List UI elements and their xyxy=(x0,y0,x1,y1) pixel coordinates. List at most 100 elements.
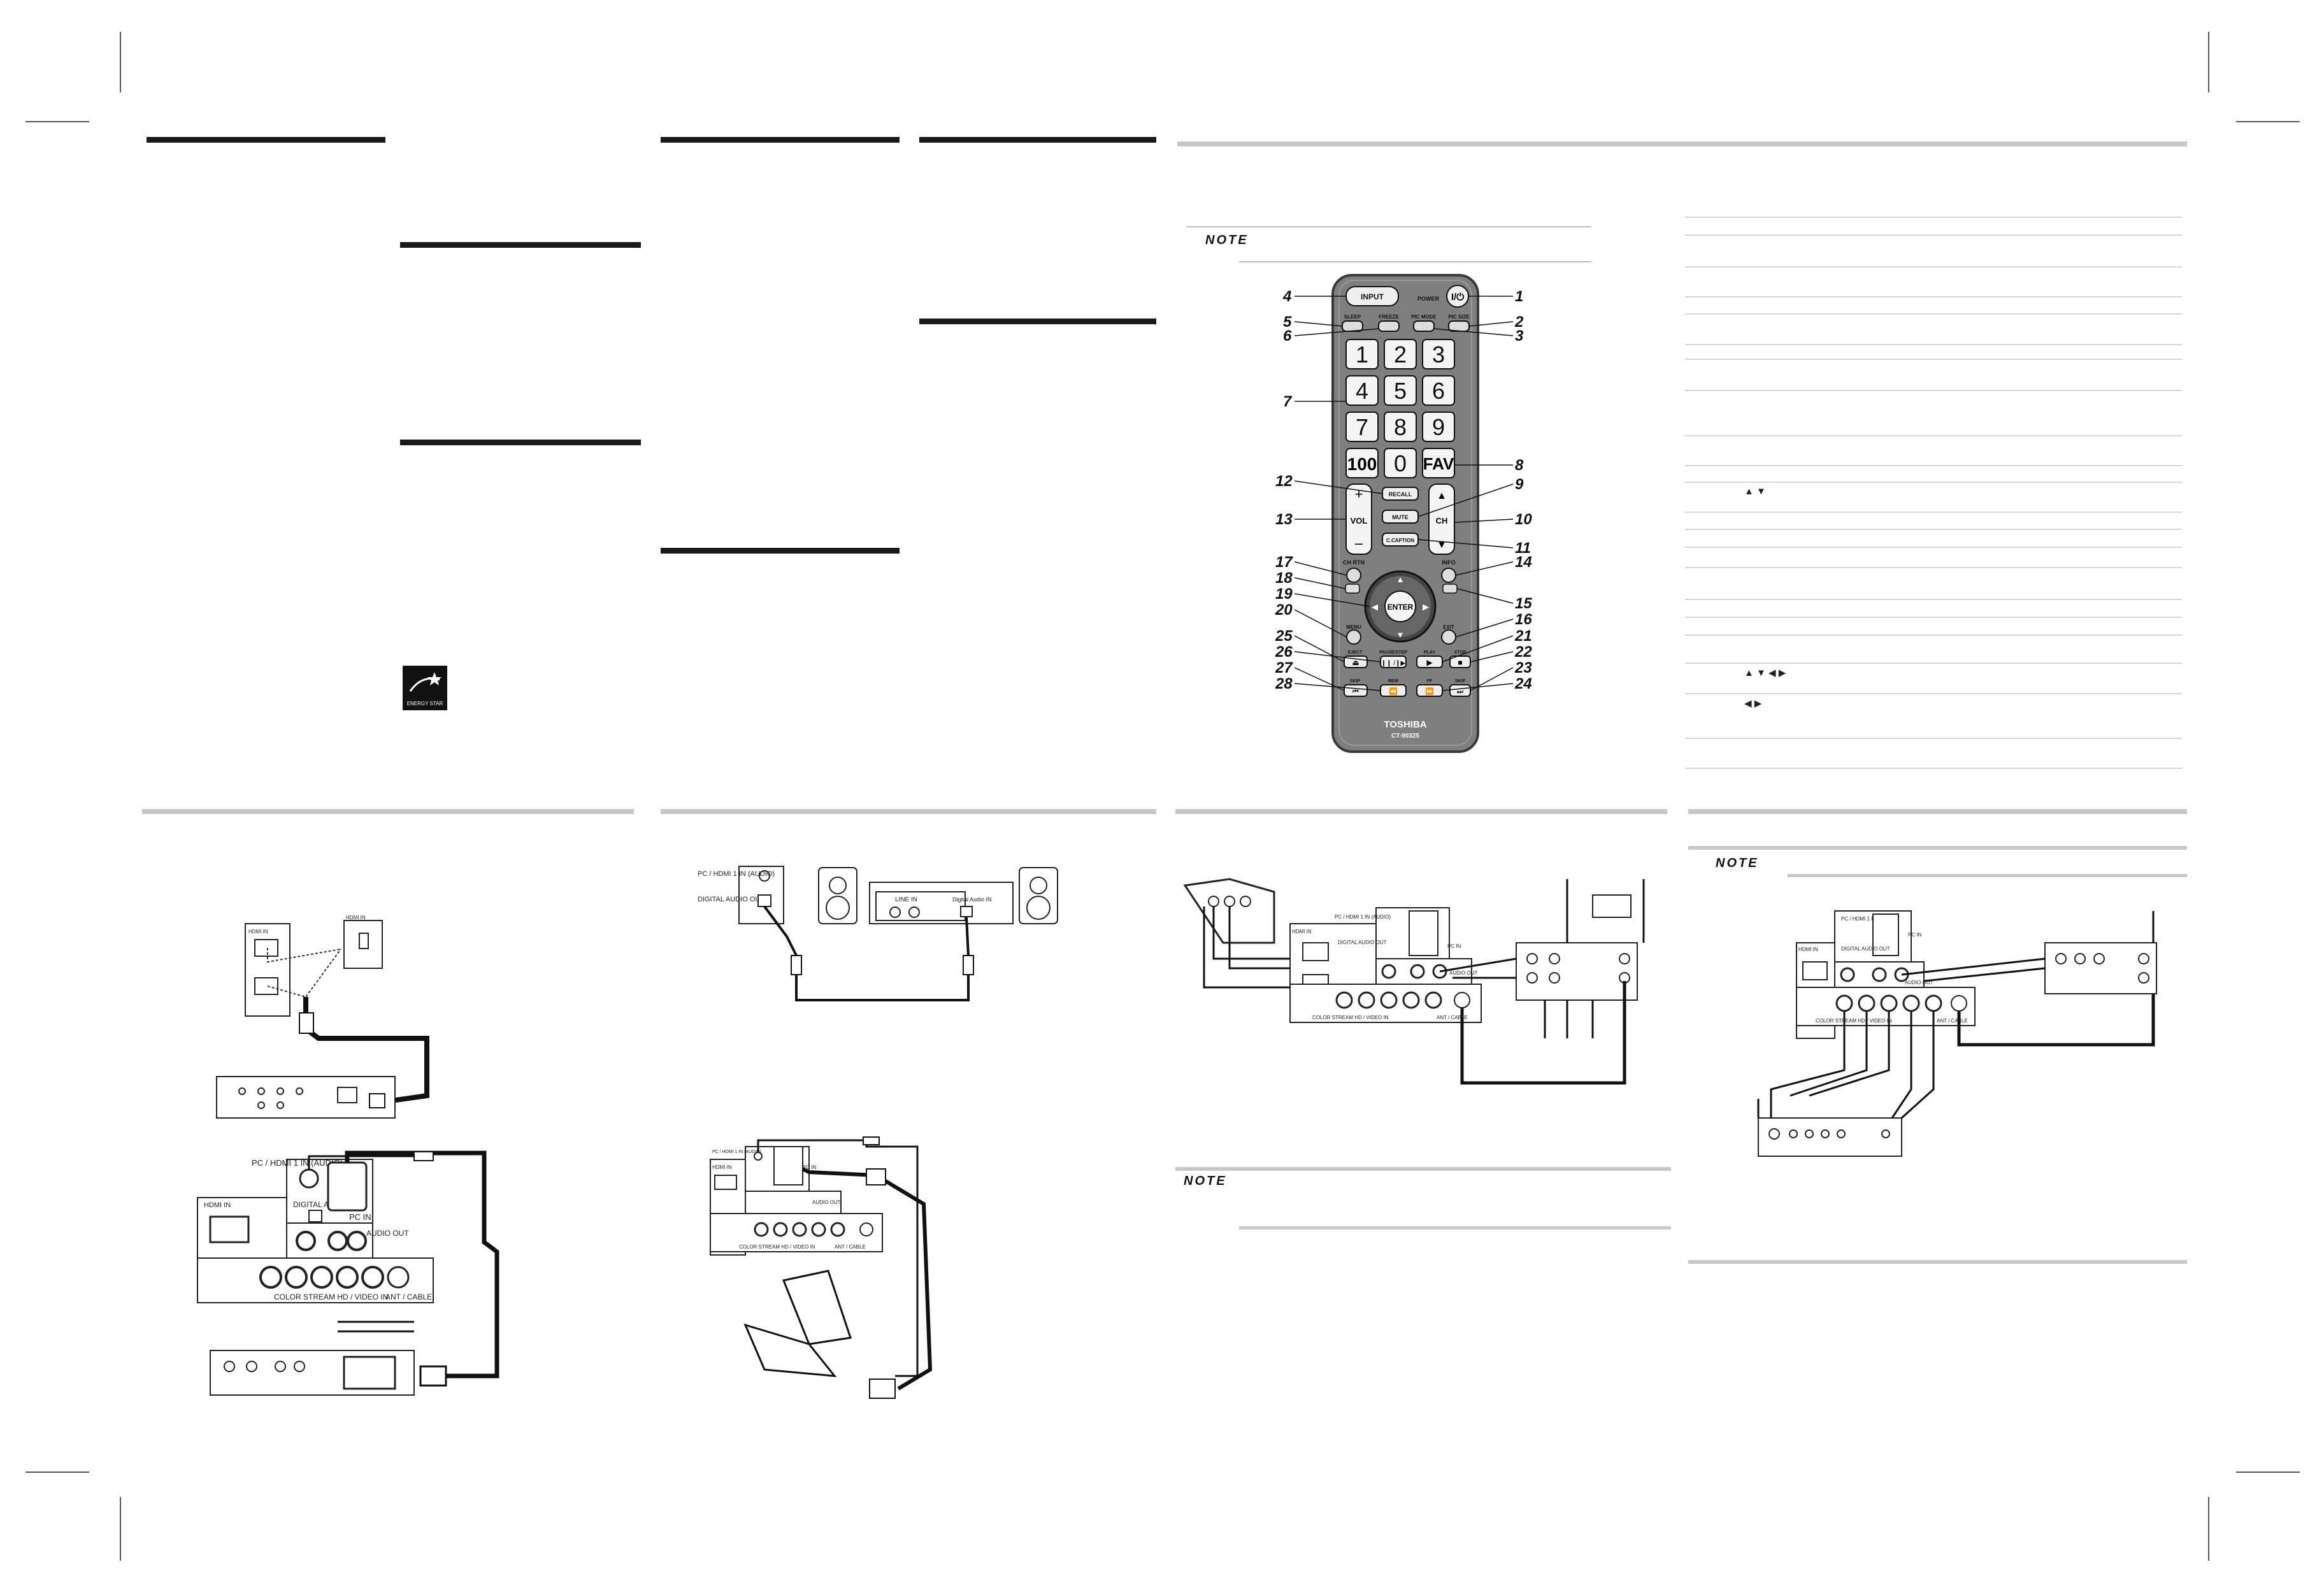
digit-button[interactable] xyxy=(1345,339,1379,369)
pause-icon: ❙❙ /❙▶ xyxy=(1381,660,1406,667)
hundred-button[interactable] xyxy=(1345,448,1379,478)
pic-size-button[interactable] xyxy=(1448,320,1470,332)
callout-number: 16 xyxy=(1515,611,1532,628)
callout-lines xyxy=(1294,296,1514,691)
digit-button[interactable] xyxy=(1422,375,1455,406)
digital-audio-out-label: DIGITAL AUDIO OUT xyxy=(698,896,764,903)
callout-number: 19 xyxy=(1275,585,1293,603)
power-button[interactable] xyxy=(1446,285,1469,308)
model-label: CT-90325 xyxy=(1391,733,1419,740)
callout-number: 10 xyxy=(1515,511,1532,528)
info-button[interactable] xyxy=(1441,568,1456,583)
number-pad: 1 2 3 4 5 6 7 8 9 100 0 FAV xyxy=(1345,339,1455,478)
fav-button[interactable] xyxy=(1422,448,1455,478)
digital-audio-out-label: DIGITAL AUDIO OUT xyxy=(1338,940,1387,945)
dpad-right-icon[interactable]: ▶ xyxy=(1423,602,1429,612)
vol-plus-label: + xyxy=(1355,486,1363,502)
exit-button[interactable] xyxy=(1441,629,1456,645)
sleep-button[interactable] xyxy=(1342,320,1363,332)
callout-number: 13 xyxy=(1275,511,1293,528)
table-row xyxy=(1685,599,2182,600)
dpad-up-icon[interactable]: ▲ xyxy=(1396,575,1405,584)
dpad-left-icon[interactable]: ◀ xyxy=(1372,602,1378,612)
note-rule xyxy=(1788,874,2187,877)
pc-hdmi-audio-label: PC / HDMI 1 IN (AUDIO) xyxy=(252,1158,343,1168)
section-rule xyxy=(661,548,900,554)
eject-label: EJECT xyxy=(1348,650,1363,655)
side-button[interactable] xyxy=(1345,584,1360,594)
digit-label: 6 xyxy=(1432,378,1445,404)
energy-star-logo: ENERGY STAR xyxy=(403,666,447,710)
digit-button[interactable] xyxy=(1345,375,1379,406)
digit-label: 3 xyxy=(1432,341,1445,368)
digit-button[interactable] xyxy=(1384,375,1417,406)
table-row xyxy=(1685,234,2182,236)
hundred-label: 100 xyxy=(1347,454,1377,474)
pc-in-label: PC IN xyxy=(803,1164,817,1170)
callout-number: 22 xyxy=(1514,643,1532,661)
laptop-screen xyxy=(782,1270,852,1345)
note-rule xyxy=(1186,226,1591,227)
digit-button[interactable] xyxy=(1422,339,1455,369)
pc-hdmi-audio-label: PC / HDMI 1 IN (AUDIO) xyxy=(1335,914,1391,920)
digit-button[interactable] xyxy=(1345,412,1379,442)
digit-button[interactable] xyxy=(1422,412,1455,442)
ff-icon: ⏩ xyxy=(1425,687,1434,696)
zero-button[interactable] xyxy=(1384,448,1417,478)
vol-minus-label: – xyxy=(1355,535,1363,551)
table-row xyxy=(1685,313,2182,315)
pc-hdmi-audio-label: PC / HDMI 1 IN (AUDIO) xyxy=(1841,916,1897,922)
line-in-label: LINE IN xyxy=(895,896,917,903)
note-rule xyxy=(1239,1226,1671,1229)
hdmi-in-label: HDMI IN xyxy=(1292,929,1312,935)
ccaption-label: C.CAPTION xyxy=(1386,538,1414,543)
section-rule xyxy=(400,440,641,445)
digit-label: 9 xyxy=(1432,414,1445,440)
pc-in-port xyxy=(327,1161,368,1212)
audio-out-label: AUDIO OUT xyxy=(1905,980,1933,985)
ch-label: CH xyxy=(1436,516,1448,526)
eject-icon: ⏏ xyxy=(1352,658,1359,667)
crop-mark xyxy=(25,121,89,122)
arrow-four-glyphs: ▲ ▼ ◀ ▶ xyxy=(1744,668,1786,678)
section-rule xyxy=(142,809,634,814)
digit-label: 7 xyxy=(1356,414,1368,440)
recall-label: RECALL xyxy=(1389,491,1412,498)
freeze-button[interactable] xyxy=(1378,320,1400,332)
hdmi-in-label: HDMI IN xyxy=(1798,947,1818,952)
ch-rocker[interactable] xyxy=(1428,483,1455,555)
ch-rtn-button[interactable] xyxy=(1346,568,1361,583)
sleep-label: SLEEP xyxy=(1344,314,1361,320)
pc-hdmi-audio-label: PC / HDMI 1 IN (AUDIO) xyxy=(698,870,775,878)
menu-button[interactable] xyxy=(1346,629,1361,645)
dpad-down-icon[interactable]: ▼ xyxy=(1396,630,1405,640)
pic-mode-button[interactable] xyxy=(1413,320,1435,332)
digit-button[interactable] xyxy=(1384,339,1417,369)
energy-star-text: ENERGY STAR xyxy=(406,701,443,706)
digit-label: 8 xyxy=(1394,414,1407,440)
callout-number: 5 xyxy=(1283,313,1292,331)
brand-label: TOSHIBA xyxy=(1384,719,1426,730)
callout-number: 6 xyxy=(1283,327,1292,345)
play-icon: ▶ xyxy=(1426,658,1433,667)
table-row xyxy=(1685,693,2182,694)
exit-label: EXIT xyxy=(1443,624,1454,630)
crop-mark xyxy=(2236,121,2300,122)
audio-out-label: AUDIO OUT xyxy=(1449,970,1478,976)
stop-icon: ■ xyxy=(1458,658,1462,667)
section-rule xyxy=(147,137,385,143)
callout-number: 20 xyxy=(1275,601,1293,619)
audio-system-diagram: PC / HDMI 1 IN (AUDIO) DIGITAL AUDIO OUT… xyxy=(698,866,1058,1001)
digit-button[interactable] xyxy=(1384,412,1417,442)
table-row xyxy=(1685,738,2182,739)
enter-button[interactable] xyxy=(1384,591,1416,622)
side-button[interactable] xyxy=(1442,584,1458,594)
crop-mark xyxy=(2236,1472,2300,1473)
ch-up-icon: ▲ xyxy=(1437,491,1447,501)
play-label: PLAY xyxy=(1424,650,1435,655)
table-row xyxy=(1685,344,2182,345)
pc-connection-diagram: HDMI IN PC / HDMI 1 IN (AUDIO) DIGITAL A… xyxy=(197,1150,499,1396)
input-label: INPUT xyxy=(1361,292,1384,301)
note-rule xyxy=(1239,261,1591,262)
table-row xyxy=(1685,435,2182,436)
